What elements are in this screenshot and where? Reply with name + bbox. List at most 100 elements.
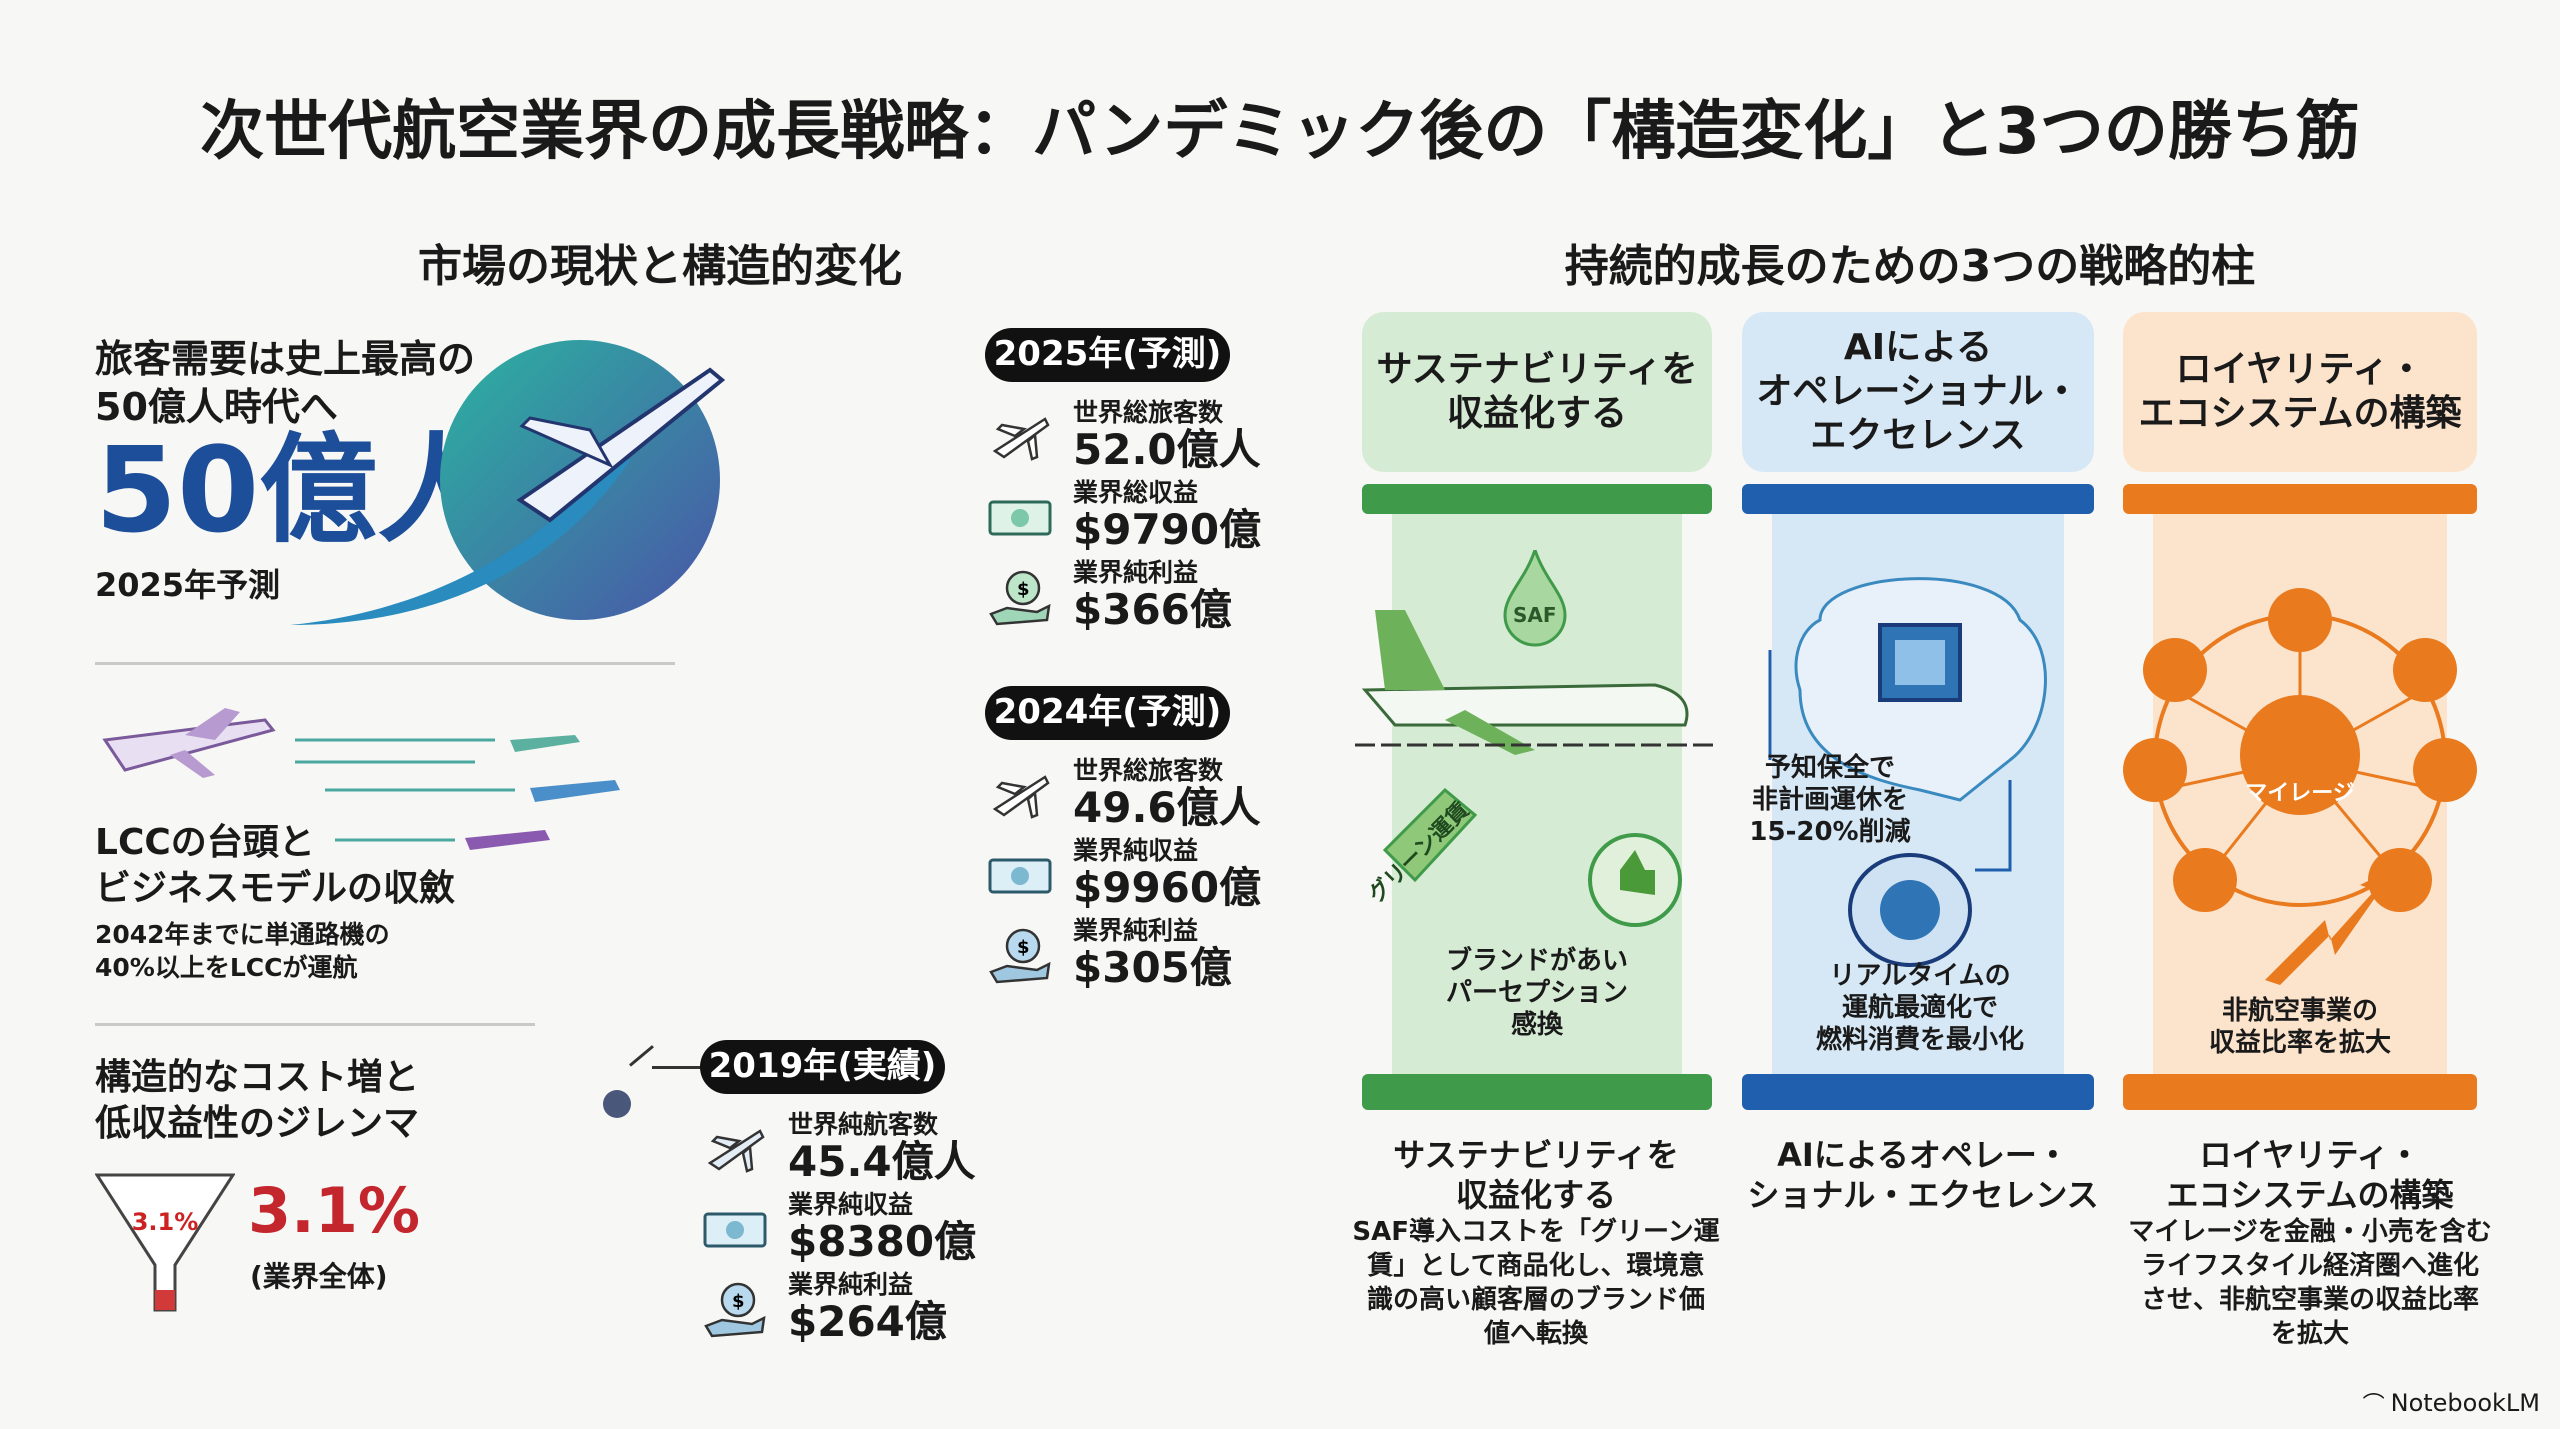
money-bag-hand-icon: $ <box>985 566 1055 626</box>
pillar-cap: サステナビリティを収益化する <box>1362 312 1712 472</box>
summary-desc: させ、非航空事業の収益比率 <box>2140 1285 2479 1315</box>
summary-title: ロイヤリティ・ <box>2199 1136 2421 1174</box>
divider <box>95 662 675 665</box>
pillar1-summary: サステナビリティを 収益化する SAF導入コストを「グリーン運 賃」として商品化… <box>1342 1135 1730 1351</box>
divider <box>95 1023 535 1026</box>
demand-note: 2025年予測 <box>95 566 281 604</box>
stat-revenue: 業界総収益$9790億 <box>985 476 1315 556</box>
margin-value: 3.1% <box>248 1174 420 1247</box>
lcc-line2: ビジネスモデルの収斂 <box>95 868 456 909</box>
stat-revenue: 業界純収益$8380億 <box>700 1188 1030 1268</box>
pillar-loyalty-ecosystem: ロイヤリティ・エコシステムの構築 <box>2123 312 2477 1110</box>
mid-line: 予知保全で <box>1764 753 1895 783</box>
stat-label: 世界総旅客数 <box>1073 398 1224 427</box>
cash-icon <box>985 486 1055 546</box>
summary-desc: ライフスタイル経済圏へ進化 <box>2140 1251 2479 1281</box>
cap-line: ロイヤリティ・ <box>2175 349 2425 390</box>
pillar2-mid-text-top: 予知保全で 非計画運休を 15-20%削減 <box>1740 752 1920 848</box>
lcc-note1: 2042年までに単通路機の <box>95 920 390 949</box>
pillar1-mid-text: ブランドがあい パーセプション 感換 <box>1412 945 1662 1041</box>
summary-desc: マイレージを金融・小売を含む <box>2128 1217 2492 1247</box>
cash-icon <box>985 844 1055 904</box>
stat-label: 業界純収益 <box>788 1190 914 1219</box>
summary-title: 収益化する <box>1455 1176 1616 1214</box>
demand-line1: 旅客需要は史上最高の <box>95 337 476 381</box>
stat-label: 業界総収益 <box>1073 478 1199 507</box>
stat-value: $264億 <box>788 1297 947 1346</box>
pillar-cap: AIによるオペレーショナル・エクセレンス <box>1742 312 2094 472</box>
summary-desc: を拡大 <box>2270 1319 2349 1349</box>
lcc-note2: 40%以上をLCCが運航 <box>95 953 358 982</box>
cap-line: AIによる <box>1843 327 1993 368</box>
mid-line: 燃料消費を最小化 <box>1815 1025 2024 1055</box>
stat-revenue: 業界純収益$9960億 <box>985 834 1315 914</box>
cost-heading: 構造的なコスト増と 低収益性のジレンマ <box>95 1055 419 1147</box>
stat-value: $9960億 <box>1073 863 1262 912</box>
svg-text:$: $ <box>1017 937 1030 958</box>
stat-label: 業界純利益 <box>1073 916 1199 945</box>
svg-text:$: $ <box>1017 579 1030 600</box>
right-section-heading: 持続的成長のための3つの戦略的柱 <box>1564 241 2256 292</box>
mid-line: 非計画運休を <box>1751 785 1908 815</box>
mid-line: パーセプション <box>1445 978 1628 1008</box>
mid-line: ブランドがあい <box>1445 946 1628 976</box>
summary-desc: 賃」として商品化し、環境意 <box>1367 1251 1705 1281</box>
cost-line2: 低収益性のジレンマ <box>95 1103 420 1144</box>
demand-heading: 旅客需要は史上最高の 50億人時代へ <box>95 335 475 431</box>
timeline-connector <box>629 1045 654 1067</box>
money-bag-hand-icon: $ <box>700 1278 770 1338</box>
mid-line: 感換 <box>1510 1010 1563 1040</box>
pillar3-summary: ロイヤリティ・ エコシステムの構築 マイレージを金融・小売を含む ライフスタイル… <box>2116 1135 2504 1351</box>
stat-label: 世界総旅客数 <box>1073 756 1224 785</box>
airplane-icon <box>985 406 1055 466</box>
mid-line: リアルタイムの <box>1829 961 2011 991</box>
stat-label: 業界純利益 <box>788 1270 914 1299</box>
airplane-icon <box>985 764 1055 824</box>
pillar-cap: ロイヤリティ・エコシステムの構築 <box>2123 312 2477 472</box>
stat-label: 業界純利益 <box>1073 558 1199 587</box>
cash-icon <box>700 1198 770 1258</box>
plane-takeoff-illustration <box>290 340 726 625</box>
mileage-ecosystem-illustration <box>2123 588 2477 985</box>
demand-line2: 50億人時代へ <box>95 385 338 429</box>
cap-line: オペレーショナル・ <box>1756 371 2080 412</box>
timeline-dot <box>603 1090 631 1118</box>
mid-line: 運航最適化で <box>1841 993 1998 1023</box>
brand-label: NotebookLM <box>2390 1389 2540 1417</box>
lcc-note: 2042年までに単通路機の 40%以上をLCCが運航 <box>95 918 390 984</box>
lcc-heading: LCCの台頭と ビジネスモデルの収斂 <box>95 820 455 912</box>
left-section-heading: 市場の現状と構造的変化 <box>418 241 902 292</box>
svg-text:$: $ <box>732 1291 745 1312</box>
summary-desc: SAF導入コストを「グリーン運 <box>1352 1217 1720 1247</box>
margin-note: (業界全体) <box>250 1260 388 1293</box>
stat-value: $9790億 <box>1073 505 1262 554</box>
summary-title: サステナビリティを <box>1393 1136 1679 1174</box>
funnel-icon <box>95 1173 235 1312</box>
stat-label: 世界純航客数 <box>788 1110 939 1139</box>
summary-title: ショナル・エクセレンス <box>1747 1176 2099 1214</box>
stat-value: 52.0億人 <box>1073 425 1261 474</box>
pillar-ai-operations: AIによるオペレーショナル・エクセレンス <box>1742 312 2094 1110</box>
stat-profit: $ 業界純利益$305億 <box>985 914 1315 994</box>
lcc-planes-illustration <box>102 708 620 850</box>
stat-value: 45.4億人 <box>788 1137 976 1186</box>
stat-value: $305億 <box>1073 943 1232 992</box>
svg-text:SAF: SAF <box>1513 603 1557 627</box>
summary-title: エコシステムの構築 <box>2166 1176 2454 1214</box>
page-title: 次世代航空業界の成長戦略：パンデミック後の「構造変化」と3つの勝ち筋 <box>200 95 2360 169</box>
year-pill: 2025年(予測) <box>985 328 1230 382</box>
pillar2-summary: AIによるオペレー・ ショナル・エクセレンス <box>1738 1135 2108 1215</box>
stat-profit: $ 業界純利益$264億 <box>700 1268 1030 1348</box>
year-pill: 2024年(予測) <box>985 686 1230 740</box>
cap-line: エコシステムの構築 <box>2138 393 2462 434</box>
summary-desc: 値へ転換 <box>1483 1319 1588 1349</box>
pillar2-mid-text-bottom: リアルタイムの 運航最適化で 燃料消費を最小化 <box>1785 960 2055 1056</box>
stat-label: 業界純収益 <box>1073 836 1199 865</box>
summary-title: AIによるオペレー・ <box>1777 1136 2069 1174</box>
